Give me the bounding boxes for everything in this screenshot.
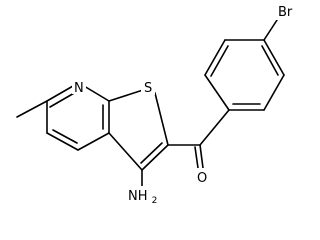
- atom-br: Br: [278, 5, 293, 20]
- atom-s-thiophene: S: [144, 81, 152, 96]
- bond-c3a-c4: [77, 132, 110, 151]
- bond-carbonyl-o: [199, 144, 204, 169]
- bond-s1-c2: [154, 92, 169, 146]
- bond-ar-c5-c6: [263, 74, 285, 111]
- bond-ar-c4-c5: [263, 39, 285, 76]
- bond-ar-c2-c3: [204, 39, 226, 76]
- atom-n-pyridine: N: [74, 81, 84, 96]
- bond-ar-c4-c5-double: [261, 45, 279, 76]
- bond-ar-c2-c3-double: [210, 45, 229, 77]
- bond-carbonyl-o-double: [194, 146, 199, 169]
- bond-c7a-s1: [108, 89, 144, 102]
- bond-c3-c3a: [108, 132, 143, 171]
- molecule-structure: Br N S O NH 2: [16, 2, 298, 206]
- bond-c6-n7-double: [49, 91, 77, 108]
- bond-c4-c5: [46, 132, 79, 151]
- bond-c4-c5-double: [52, 129, 78, 144]
- bond-c6-n7: [46, 85, 74, 102]
- atom-nh2-subscript: 2: [152, 196, 158, 206]
- atom-nh2-main: NH: [128, 189, 148, 204]
- bond-methyl: [16, 100, 48, 118]
- atom-o-carbonyl: O: [197, 171, 207, 186]
- bond-c2-c3: [141, 144, 169, 171]
- bond-c2-c3-double: [140, 142, 163, 164]
- atom-labels: Br N S O NH 2: [72, 2, 298, 206]
- atom-nh2: NH 2: [128, 189, 157, 206]
- bond-n7-c7a: [83, 85, 110, 102]
- bond-c-br: [263, 16, 280, 41]
- bond-carbonyl-aryl: [199, 109, 230, 146]
- bonds: [16, 16, 285, 189]
- bond-ar-c1-c2: [204, 74, 230, 111]
